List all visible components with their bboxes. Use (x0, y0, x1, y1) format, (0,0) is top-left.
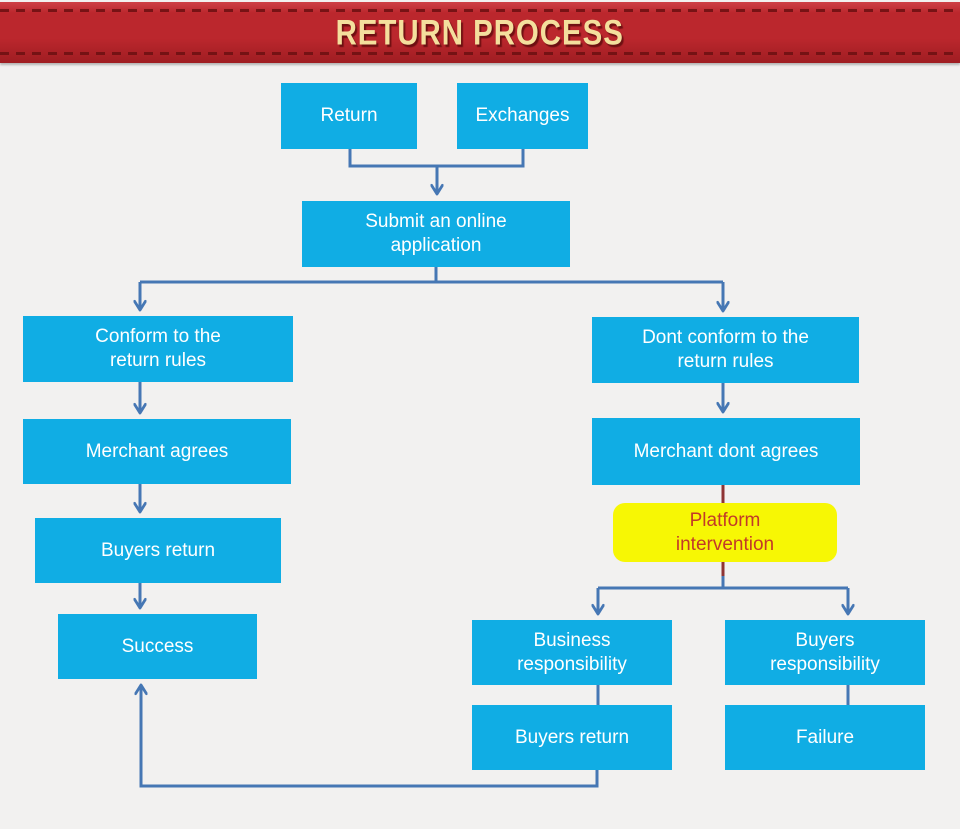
node-merchant-agrees: Merchant agrees (23, 419, 291, 484)
banner-stitch-bottom (0, 52, 960, 55)
node-merchant-dont-agrees: Merchant dont agrees (592, 418, 860, 485)
node-conform-rules: Conform to the return rules (23, 316, 293, 382)
node-submit-application: Submit an online application (302, 201, 570, 267)
node-buyers-return-right: Buyers return (472, 705, 672, 770)
connector-loop-buyers-return-to-success (141, 685, 599, 788)
node-buyers-responsibility: Buyers responsibility (725, 620, 925, 685)
page-title: RETURN PROCESS (0, 2, 960, 63)
node-failure: Failure (725, 705, 925, 770)
page-title-text: RETURN PROCESS (335, 11, 625, 53)
node-dont-conform-rules: Dont conform to the return rules (592, 317, 859, 383)
node-business-responsibility: Business responsibility (472, 620, 672, 685)
node-return: Return (281, 83, 417, 149)
connector-merge-bracket (348, 149, 525, 168)
node-exchanges: Exchanges (457, 83, 588, 149)
node-success: Success (58, 614, 257, 679)
node-platform-intervention: Platform intervention (613, 503, 837, 562)
banner-stitch-top (0, 9, 960, 12)
node-buyers-return-left: Buyers return (35, 518, 281, 583)
header-banner: RETURN PROCESS (0, 2, 960, 63)
